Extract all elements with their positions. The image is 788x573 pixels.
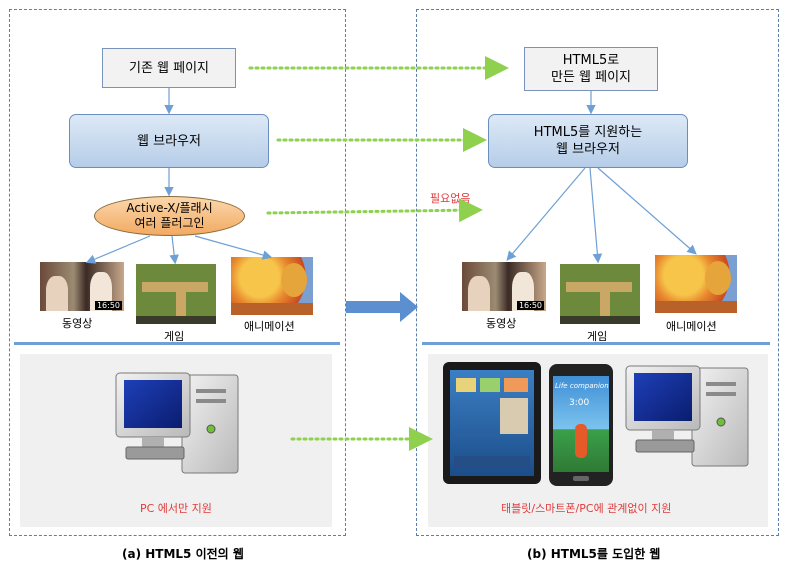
right-video-player-1 xyxy=(468,276,490,311)
left-caption: (a) HTML5 이전의 웹 xyxy=(122,547,244,561)
left-animation-thumbnail xyxy=(231,257,313,315)
left-video-player-1 xyxy=(46,276,68,311)
right-animation-thumbnail xyxy=(655,255,737,313)
right-game-hud xyxy=(560,316,640,324)
tablet-app-tile-3 xyxy=(504,378,528,392)
smartphone-home-button xyxy=(573,476,589,481)
right-panel xyxy=(416,9,779,536)
dotted-arrow-plugin xyxy=(266,198,483,223)
left-video-label: 동영상 xyxy=(62,317,93,330)
left-desktop-pc-icon xyxy=(115,372,239,474)
left-game-label: 게임 xyxy=(164,330,185,343)
right-separator xyxy=(422,342,770,345)
smartphone-clock: 3:00 xyxy=(569,398,590,408)
html5-browser-box: HTML5를 지원하는 웹 브라우저 xyxy=(488,114,688,168)
left-game-path-h xyxy=(142,282,208,292)
arrow-plugin-to-left-animation xyxy=(194,235,273,260)
left-animation-ground xyxy=(231,303,313,315)
right-video-thumbnail: 16:50 xyxy=(462,262,546,311)
tablet-app-tile-2 xyxy=(480,378,500,392)
right-animation-ground xyxy=(655,301,737,313)
legacy-web-browser-box: 웹 브라우저 xyxy=(69,114,269,168)
right-caption: (b) HTML5를 도입한 웹 xyxy=(527,547,661,561)
html5-web-page-box: HTML5로 만든 웹 페이지 xyxy=(524,47,658,91)
arrow-html5-browser-to-video xyxy=(506,167,586,261)
right-game-path-h xyxy=(566,282,632,292)
html5-web-page-label-line1: HTML5로 xyxy=(562,53,620,68)
arrow-html5-browser-to-game xyxy=(589,167,603,264)
transition-arrow xyxy=(346,292,418,322)
left-animation-label: 애니메이션 xyxy=(244,320,295,333)
left-video-time: 16:50 xyxy=(94,301,122,310)
arrow-html5-browser-to-animation xyxy=(597,167,697,255)
arrow-plugin-to-left-game xyxy=(169,235,179,265)
right-video-label: 동영상 xyxy=(486,317,517,330)
right-support-text: 태블릿/스마트폰/PC에 관계없이 지원 xyxy=(501,502,672,515)
right-game-path-v xyxy=(600,282,610,318)
tablet-dock xyxy=(454,456,530,468)
smartphone-screen-text: Life companion xyxy=(555,382,609,390)
legacy-web-browser-label: 웹 브라우저 xyxy=(137,133,201,149)
left-game-path-v xyxy=(176,282,186,318)
left-video-thumbnail: 16:50 xyxy=(40,262,124,311)
right-video-time: 16:50 xyxy=(516,301,544,310)
smartphone-figure xyxy=(575,424,587,458)
legacy-web-page-box: 기존 웹 페이지 xyxy=(102,48,236,88)
plugin-label-line2: 여러 플러그인 xyxy=(134,216,205,230)
html5-browser-label-line1: HTML5를 지원하는 xyxy=(533,125,643,140)
tablet-device xyxy=(443,362,541,484)
left-panel xyxy=(9,9,346,536)
smartphone-screen: Life companion 3:00 xyxy=(553,376,609,472)
left-game-hud xyxy=(136,316,216,324)
smartphone-device: Life companion 3:00 xyxy=(549,364,613,486)
right-game-thumbnail xyxy=(560,264,640,324)
left-game-thumbnail xyxy=(136,264,216,324)
plugin-ellipse: Active-X/플래시 여러 플러그인 xyxy=(94,196,245,236)
html5-browser-label-line2: 웹 브라우저 xyxy=(556,142,620,157)
left-separator xyxy=(14,342,340,345)
plugin-label-line1: Active-X/플래시 xyxy=(126,201,213,215)
tablet-screen xyxy=(450,370,534,476)
legacy-web-page-label: 기존 웹 페이지 xyxy=(128,60,210,76)
right-animation-label: 애니메이션 xyxy=(666,320,717,333)
left-animation-tree xyxy=(281,263,307,297)
left-support-text: PC 에서만 지원 xyxy=(140,502,212,515)
right-game-label: 게임 xyxy=(587,330,608,343)
right-desktop-pc-icon xyxy=(625,365,749,467)
arrow-plugin-to-left-video xyxy=(85,235,151,264)
right-animation-tree xyxy=(705,261,731,295)
tablet-app-tile-1 xyxy=(456,378,476,392)
tablet-photo-widget xyxy=(500,398,528,434)
html5-web-page-label-line2: 만든 웹 페이지 xyxy=(550,70,632,85)
